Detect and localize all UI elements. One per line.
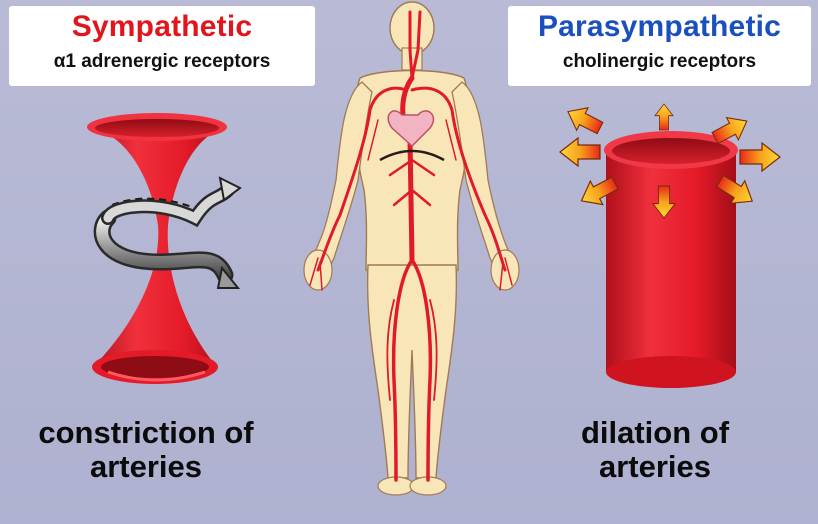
parasympathetic-caption-line-2: arteries — [555, 450, 755, 484]
sympathetic-effect-caption: constriction of arteries — [14, 416, 278, 484]
human-body-arterial-system-icon — [304, 2, 519, 495]
sympathetic-caption-line-2: arteries — [14, 450, 278, 484]
dilated-artery-icon — [604, 131, 738, 388]
parasympathetic-effect-caption: dilation of arteries — [555, 416, 755, 484]
sympathetic-caption-line-1: constriction of — [14, 416, 278, 450]
parasympathetic-caption-line-1: dilation of — [555, 416, 755, 450]
